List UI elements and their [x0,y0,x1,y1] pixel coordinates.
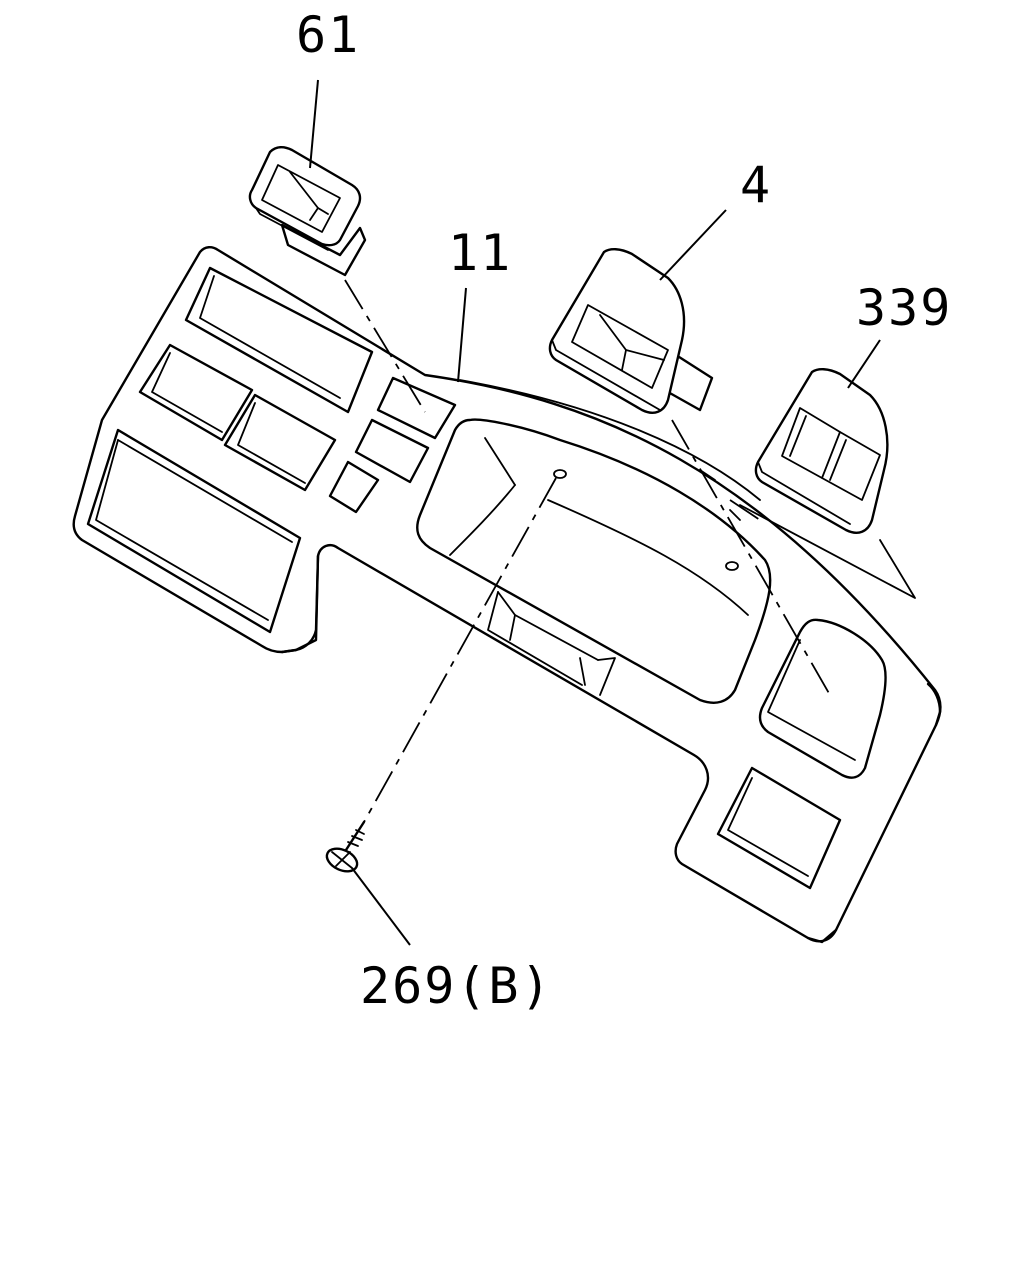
alignment-lines [344,279,916,823]
label-part-4: 4 [740,156,772,214]
label-part-61: 61 [296,6,360,64]
screw-part-269b [325,820,366,873]
switch-part-61 [248,146,367,277]
switch-part-339 [754,368,889,534]
label-part-339: 339 [856,279,952,337]
label-part-11: 11 [448,224,512,282]
label-part-269b: 269(B) [360,957,553,1015]
leader-lines [309,79,881,946]
switch-part-4 [548,248,714,414]
instrument-panel-bezel [72,246,942,944]
